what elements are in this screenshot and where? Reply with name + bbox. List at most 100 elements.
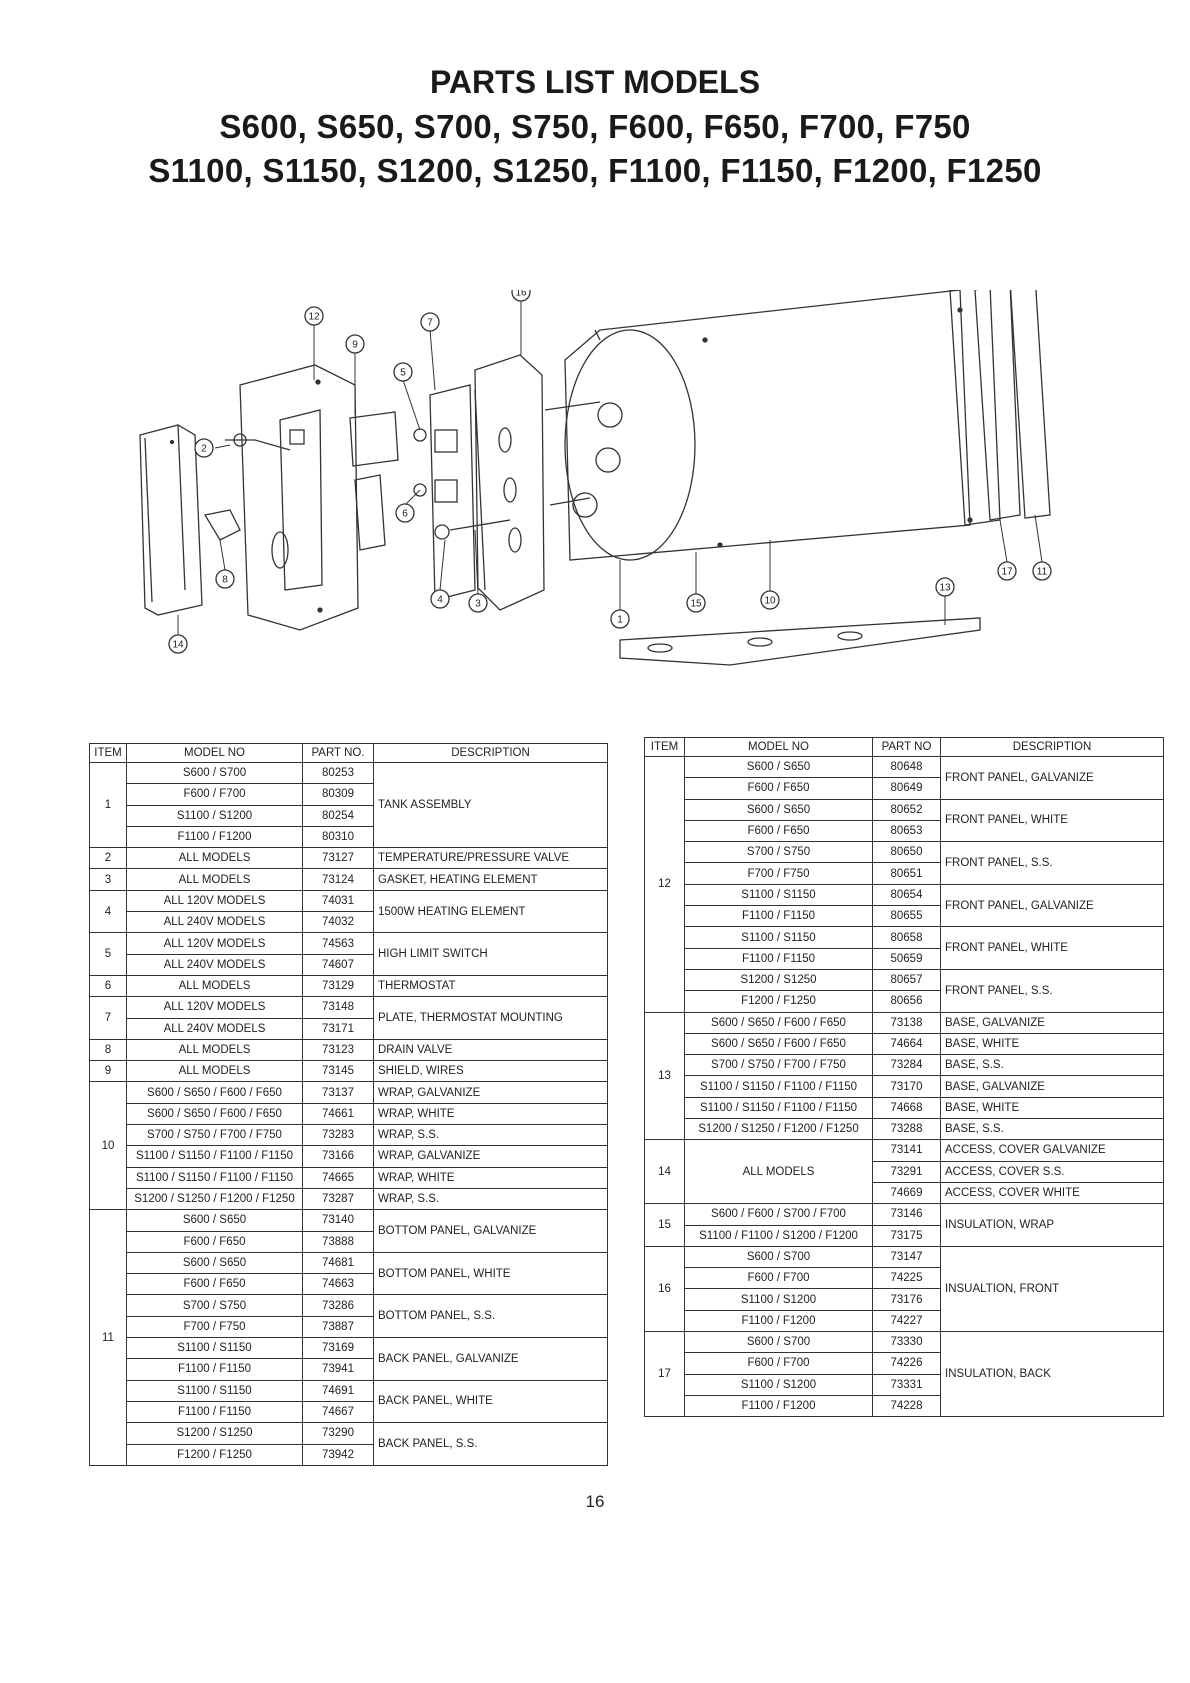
part-no-cell: 73286 [302, 1294, 374, 1317]
part-no-cell: 73146 [872, 1203, 941, 1226]
part-no-cell: 73166 [302, 1145, 374, 1168]
model-no-cell: ALL MODELS [126, 847, 303, 870]
callout-circle [760, 590, 780, 610]
description-cell: ACCESS, COVER S.S. [940, 1160, 1164, 1183]
description-cell: ACCESS, COVER WHITE [940, 1181, 1164, 1205]
callout-number: 15 [690, 599, 702, 610]
model-no-cell: ALL 240V MODELS [126, 953, 303, 976]
part-no-cell: 73140 [302, 1209, 374, 1232]
item-number: 17 [644, 1331, 685, 1418]
description-cell: WRAP, S.S. [373, 1124, 608, 1147]
model-no-cell: F1100 / F1150 [684, 947, 873, 970]
model-no-cell: ALL 120V MODELS [126, 996, 303, 1019]
callout-circle [610, 609, 630, 629]
callout-circle [420, 312, 440, 332]
part-no-cell: 74668 [872, 1096, 941, 1120]
description-cell: HIGH LIMIT SWITCH [373, 932, 608, 976]
description-cell: BOTTOM PANEL, GALVANIZE [373, 1209, 608, 1253]
part-no-header: PART NO. [302, 743, 374, 763]
callout-circle [686, 593, 706, 613]
model-no-cell: S1100 / S1150 / F1100 / F1150 [684, 1075, 873, 1098]
item-number: 15 [644, 1203, 685, 1247]
model-no-cell: S1100 / S1150 / F1100 / F1150 [126, 1166, 303, 1189]
callout-circle [935, 577, 955, 597]
model-no-cell: S700 / S750 [126, 1294, 303, 1317]
part-no-cell: 50659 [872, 947, 941, 970]
model-no-cell: F1100 / F1150 [684, 905, 873, 928]
description-cell: PLATE, THERMOSTAT MOUNTING [373, 996, 608, 1040]
part-no-cell: 73137 [302, 1081, 374, 1104]
model-no-cell: F600 / F700 [684, 1267, 873, 1290]
part-no-cell: 73942 [302, 1443, 374, 1466]
model-no-cell: F1100 / F1200 [684, 1309, 873, 1333]
part-no-cell: 74665 [302, 1166, 374, 1189]
callout-number: 12 [308, 312, 320, 323]
description-cell: BACK PANEL, S.S. [373, 1422, 608, 1466]
item-number: 4 [89, 889, 127, 934]
callout-number: 14 [172, 640, 184, 651]
callout-number: 1 [617, 615, 623, 626]
part-no-cell: 73171 [302, 1017, 374, 1040]
part-no-cell: 80649 [872, 777, 941, 800]
part-no-cell: 73138 [872, 1011, 941, 1034]
model-no-cell: F1100 / F1200 [684, 1394, 873, 1418]
model-no-cell: S700 / S750 / F700 / F750 [126, 1124, 303, 1147]
model-no-cell: S1100 / F1100 / S1200 / F1200 [684, 1224, 873, 1247]
part-no-cell: 80650 [872, 841, 941, 864]
part-no-cell: 73331 [872, 1373, 941, 1396]
part-no-cell: 74691 [302, 1379, 374, 1402]
description-cell: WRAP, WHITE [373, 1166, 608, 1189]
model-no-cell: S700 / S750 / F700 / F750 [684, 1054, 873, 1077]
callout-circle [168, 634, 188, 654]
part-no-cell: 74032 [302, 911, 374, 934]
callout-circle [395, 503, 415, 523]
part-no-cell: 73124 [302, 868, 374, 891]
description-cell: BASE, GALVANIZE [940, 1075, 1164, 1098]
description-cell: FRONT PANEL, S.S. [940, 968, 1164, 1013]
model-no-cell: S1100 / S1200 [684, 1373, 873, 1396]
callout-circle [430, 589, 450, 609]
item-header: ITEM [644, 737, 685, 757]
description-cell: BOTTOM PANEL, WHITE [373, 1251, 608, 1296]
model-no-cell: F1100 / F1150 [126, 1400, 303, 1424]
part-no-cell: 73170 [872, 1075, 941, 1098]
model-no-cell: S600 / S650 / F600 / F650 [684, 1032, 873, 1056]
part-no-cell: 73147 [872, 1245, 941, 1269]
callout-number: 11 [1037, 567, 1048, 578]
callout-number: 13 [939, 583, 951, 594]
part-no-cell: 80657 [872, 968, 941, 992]
item-number: 7 [89, 996, 127, 1040]
part-no-cell: 80656 [872, 990, 941, 1013]
callout-number: 10 [764, 596, 776, 607]
description-cell: BASE, WHITE [940, 1032, 1164, 1056]
part-no-cell: 80652 [872, 798, 941, 821]
part-no-cell: 74607 [302, 953, 374, 976]
front-panel-drawing [239, 364, 359, 631]
part-no-cell: 73123 [302, 1038, 374, 1062]
part-no-cell: 73283 [302, 1124, 374, 1147]
description-cell: INSULATION, WRAP [940, 1203, 1164, 1247]
description-cell: BASE, WHITE [940, 1096, 1164, 1120]
model-no-cell: S1100 / S1200 [684, 1288, 873, 1311]
